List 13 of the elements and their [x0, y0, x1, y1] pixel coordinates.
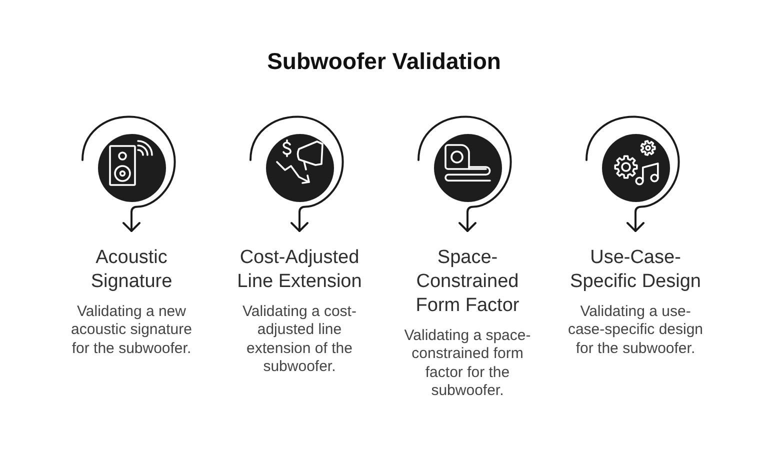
curved-arrow — [250, 116, 344, 232]
step-heading: Space-Constrained Form Factor — [414, 246, 520, 318]
step-heading: Cost-Adjusted Line Extension — [236, 246, 363, 294]
diagram-title: Subwoofer Validation — [266, 47, 502, 75]
step-description: Validating a space-constrained form factor for the subwoofer. — [403, 327, 532, 400]
step-heading: Use-Case-Specific Design — [569, 246, 702, 294]
step-description: Validating a cost-adjusted line extension of the subwoofer. — [242, 303, 358, 376]
step-description: Validating a new acoustic signature for the subwoofer. — [70, 303, 193, 358]
step-description: Validating a use-case-specific design for the subwoofer. — [566, 303, 704, 358]
curved-arrow — [82, 116, 176, 232]
step-heading: Acoustic Signature — [90, 246, 174, 294]
curved-arrow — [586, 116, 680, 232]
curved-arrow — [418, 116, 512, 232]
